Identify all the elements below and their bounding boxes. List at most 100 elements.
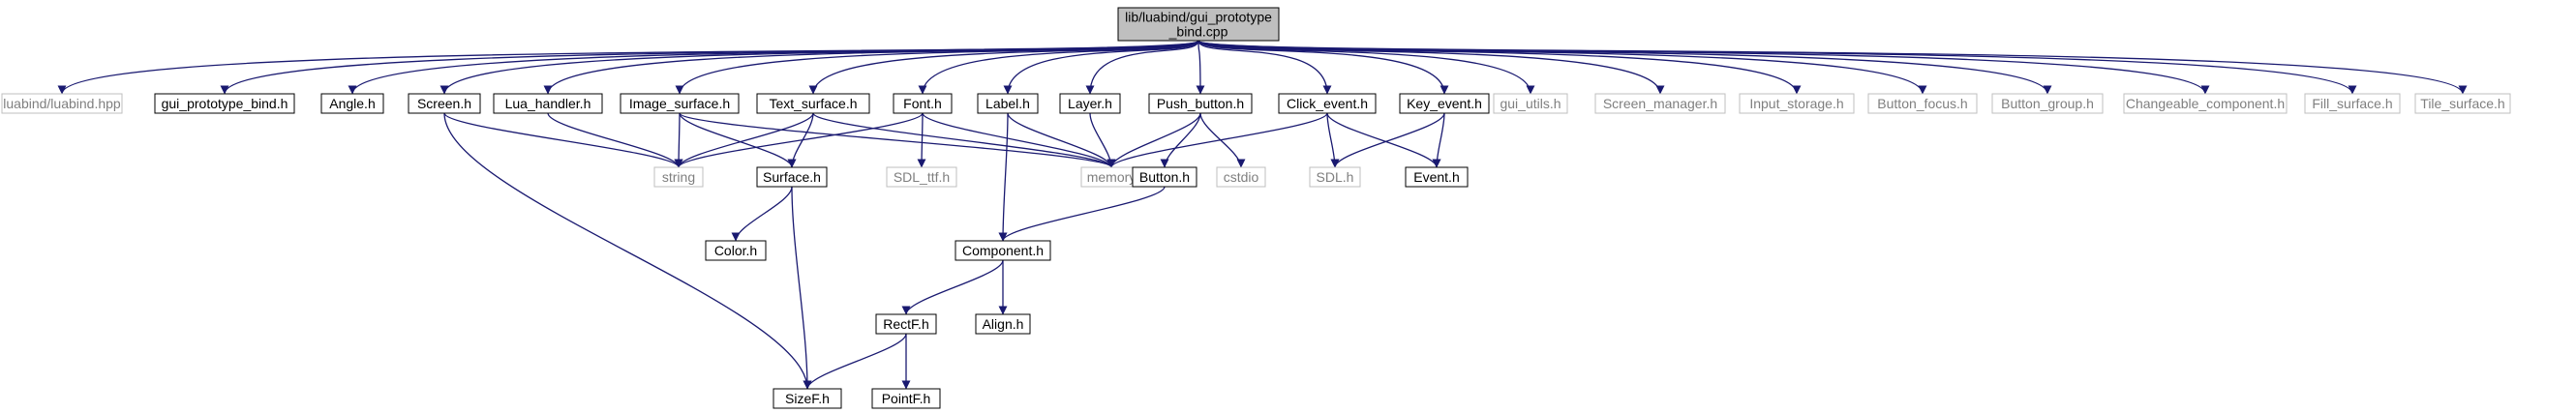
node-box	[705, 240, 767, 261]
node-memory[interactable]: memory	[1080, 166, 1142, 188]
node-tile-surface-h[interactable]: Tile_surface.h	[2414, 93, 2511, 114]
node-sdl-h[interactable]: SDL.h	[1309, 166, 1361, 188]
node-label: Angle.h	[329, 96, 375, 111]
edge-image_surface_h-to-memory	[679, 112, 1116, 168]
node-font-h[interactable]: Font.h	[893, 93, 953, 114]
node-box	[1148, 93, 1253, 114]
node-box	[408, 93, 481, 114]
node-box	[620, 93, 740, 114]
node-label: Layer.h	[1068, 96, 1112, 111]
node-label: Tile_surface.h	[2420, 96, 2504, 111]
node-pointf-h[interactable]: PointF.h	[871, 388, 941, 409]
node-button-focus-h[interactable]: Button_focus.h	[1867, 93, 1978, 114]
node-color-h[interactable]: Color.h	[705, 240, 767, 261]
node-gui-prototype-bind-h[interactable]: gui_prototype_bind.h	[154, 93, 295, 114]
node-button-group-h[interactable]: Button_group.h	[1991, 93, 2104, 114]
edge-click_event_h-to-memory	[1106, 112, 1328, 168]
node-label: Button_group.h	[2001, 96, 2094, 111]
node-component-h[interactable]: Component.h	[955, 240, 1051, 261]
edges	[57, 40, 2468, 390]
edge-root-to-text_surface_h	[808, 40, 1199, 95]
node-string[interactable]: string	[653, 166, 704, 188]
node-screen-h[interactable]: Screen.h	[408, 93, 481, 114]
node-event-h[interactable]: Event.h	[1405, 166, 1469, 188]
edge-root-to-font_h	[918, 40, 1199, 95]
nodes: lib/luabind/gui_prototype_bind.cppluabin…	[1, 7, 2511, 409]
node-button-h[interactable]: Button.h	[1132, 166, 1197, 188]
node-box	[1, 93, 123, 114]
node-changeable-component-h[interactable]: Changeable_component.h	[2123, 93, 2288, 114]
node-label-h[interactable]: Label.h	[977, 93, 1039, 114]
node-label: cstdio	[1224, 169, 1259, 185]
node-box	[871, 388, 941, 409]
edge-root-to-click_event_h	[1197, 40, 1332, 95]
node-label: Key_event.h	[1407, 96, 1482, 111]
node-label: lib/luabind/gui_prototype	[1125, 10, 1272, 25]
edge-text_surface_h-to-string	[674, 112, 814, 168]
node-surface-h[interactable]: Surface.h	[756, 166, 828, 188]
node-label: memory	[1087, 169, 1136, 185]
node-luabind-hpp[interactable]: luabind/luabind.hpp	[1, 93, 123, 114]
node-box	[756, 93, 870, 114]
node-label: Lua_handler.h	[505, 96, 591, 111]
node-box	[1117, 7, 1280, 42]
node-box	[653, 166, 704, 188]
node-label: Event.h	[1413, 169, 1459, 185]
node-label: SDL_ttf.h	[894, 169, 950, 185]
edge-key_event_h-to-event_h	[1432, 112, 1445, 168]
node-lua-handler-h[interactable]: Lua_handler.h	[493, 93, 603, 114]
edge-root-to-image_surface_h	[675, 40, 1199, 95]
node-label: Screen.h	[417, 96, 471, 111]
edge-root-to-layer_h	[1085, 40, 1199, 95]
node-label: string	[662, 169, 695, 185]
node-label: gui_prototype_bind.h	[162, 96, 288, 111]
node-layer-h[interactable]: Layer.h	[1059, 93, 1121, 114]
node-box	[875, 313, 937, 335]
node-box	[975, 313, 1031, 335]
node-label: Fill_surface.h	[2312, 96, 2392, 111]
edge-screen_h-to-sizef_h	[443, 112, 812, 390]
node-label: Font.h	[903, 96, 942, 111]
node-screen-manager-h[interactable]: Screen_manager.h	[1594, 93, 1726, 114]
node-gui-utils-h[interactable]: gui_utils.h	[1493, 93, 1568, 114]
node-label: Surface.h	[763, 169, 821, 185]
node-text-surface-h[interactable]: Text_surface.h	[756, 93, 870, 114]
node-rectf-h[interactable]: RectF.h	[875, 313, 937, 335]
node-label: Screen_manager.h	[1603, 96, 1717, 111]
node-label: _bind.cpp	[1168, 24, 1228, 40]
edge-rectf_h-to-sizef_h	[803, 333, 907, 390]
node-cstdio[interactable]: cstdio	[1216, 166, 1266, 188]
node-image-surface-h[interactable]: Image_surface.h	[620, 93, 740, 114]
edge-component_h-to-rectf_h	[901, 259, 1004, 315]
edge-root-to-tile_surface_h	[1197, 40, 2468, 95]
node-sizef-h[interactable]: SizeF.h	[773, 388, 842, 409]
node-box	[1405, 166, 1469, 188]
node-box	[1309, 166, 1361, 188]
node-fill-surface-h[interactable]: Fill_surface.h	[2304, 93, 2401, 114]
node-box	[1278, 93, 1377, 114]
node-box	[2304, 93, 2401, 114]
edge-image_surface_h-to-string	[674, 112, 683, 168]
node-box	[1132, 166, 1197, 188]
node-push-button-h[interactable]: Push_button.h	[1148, 93, 1253, 114]
node-key-event-h[interactable]: Key_event.h	[1399, 93, 1490, 114]
node-label: SDL.h	[1317, 169, 1354, 185]
node-root[interactable]: lib/luabind/gui_prototype_bind.cpp	[1117, 7, 1280, 42]
node-box	[1739, 93, 1855, 114]
node-align-h[interactable]: Align.h	[975, 313, 1031, 335]
node-box	[2414, 93, 2511, 114]
edge-screen_h-to-string	[443, 112, 683, 168]
edge-label_h-to-memory	[1007, 112, 1116, 168]
node-box	[1059, 93, 1121, 114]
node-box	[1991, 93, 2104, 114]
node-angle-h[interactable]: Angle.h	[320, 93, 384, 114]
node-label: Align.h	[983, 316, 1024, 332]
node-click-event-h[interactable]: Click_event.h	[1278, 93, 1377, 114]
node-sdl-ttf-h[interactable]: SDL_ttf.h	[886, 166, 957, 188]
node-box	[977, 93, 1039, 114]
edge-root-to-push_button_h	[1196, 40, 1205, 95]
edge-push_button_h-to-button_h	[1160, 112, 1201, 168]
node-input-storage-h[interactable]: Input_storage.h	[1739, 93, 1855, 114]
edge-font_h-to-sdl_ttf_h	[917, 112, 926, 168]
